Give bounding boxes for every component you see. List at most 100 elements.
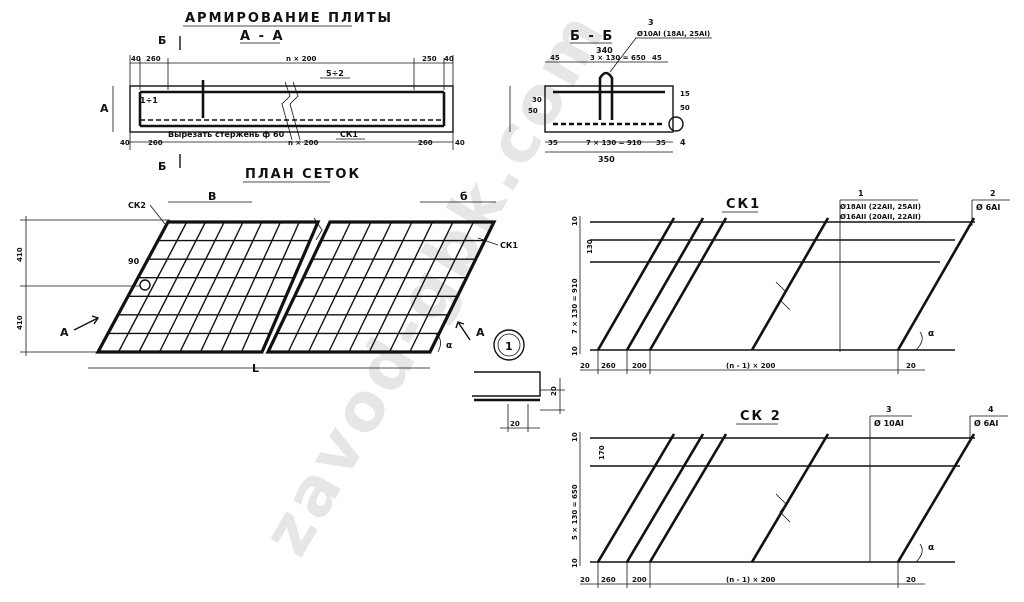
dim-text: 15 <box>680 90 690 98</box>
dim-text: 260 <box>601 576 616 584</box>
cross-bar <box>750 433 830 563</box>
side-mark: А <box>100 102 110 115</box>
label-ck1: СК1 <box>500 241 518 250</box>
dim-text: 20 <box>906 576 916 584</box>
dim-text: 40 <box>455 139 465 147</box>
dim-text: (n - 1) × 200 <box>726 576 776 584</box>
bb-total: 350 <box>598 155 615 164</box>
mesh-outline-right <box>265 220 497 354</box>
cross-bar <box>596 217 676 351</box>
bb-detail-num: 4 <box>680 138 686 147</box>
cross-bar <box>596 433 676 563</box>
dim-text: n × 200 <box>288 139 318 147</box>
cross-bar <box>896 433 976 563</box>
detail-circle <box>139 279 151 291</box>
dim-text: 10 <box>571 558 579 568</box>
detail-1-inner <box>497 333 521 357</box>
mesh-outline-left <box>95 220 321 354</box>
plan-break <box>313 217 323 241</box>
mesh-cross-bar <box>307 221 372 353</box>
ck2-callout3-text: Ø 10АI <box>874 418 904 428</box>
mesh-cross-bar <box>158 221 225 353</box>
dim-text: 35 <box>548 139 558 147</box>
callout-leader <box>609 37 637 73</box>
dim-text: 260 <box>418 139 433 147</box>
alpha-arc <box>915 331 923 351</box>
alpha-arc <box>435 333 441 353</box>
detail-1-body <box>472 371 541 397</box>
ck2-callout3-num: 3 <box>886 405 892 414</box>
dim-text: 50 <box>680 104 690 112</box>
callout-3-text: Ø10АI (18АI, 25АI) <box>637 30 710 38</box>
dim-text: 260 <box>601 362 616 370</box>
mesh-cross-bar <box>179 221 244 353</box>
dim-text: 250 <box>422 55 437 63</box>
dim-text: 10 <box>571 346 579 356</box>
ck1-callout2-num: 2 <box>990 189 996 198</box>
dim-text: 7 × 130 = 910 <box>571 278 579 334</box>
dim-text: 20 <box>580 576 590 584</box>
mesh-cross-bar <box>368 221 434 353</box>
mesh-cross-bar <box>240 221 300 353</box>
bb-outline <box>544 85 674 133</box>
label-six: б <box>460 190 469 203</box>
ck1-callout1-line1: Ø18АII (22АII, 25АII) <box>840 203 921 211</box>
plan-meshes: ПЛАН СЕТОК 410 410 СК2 В б СК1 90 L А А … <box>16 167 518 375</box>
label-a-right: А <box>476 326 486 339</box>
dim-text: 260 <box>146 55 161 63</box>
dim-text: 20 <box>906 362 916 370</box>
label-l: L <box>252 362 260 375</box>
mesh-cross-bar <box>328 221 393 353</box>
dim-text: 50 <box>528 107 538 115</box>
watermark: zavod-gbk.com <box>247 0 621 568</box>
cross-bar <box>625 433 705 563</box>
small-label: 1÷1 <box>140 96 158 105</box>
dim-text: 130 <box>586 239 594 254</box>
dim-text: 40 <box>444 55 454 63</box>
mesh-label-top: 5÷2 <box>326 69 344 78</box>
dim-text: 410 <box>16 247 24 262</box>
dim-text: 20 <box>550 386 558 396</box>
label-alpha: α <box>446 341 452 351</box>
label-a-left: А <box>60 326 70 339</box>
dim-text: 45 <box>652 54 662 62</box>
dim-text: 410 <box>16 315 24 330</box>
dim-text: n × 200 <box>286 55 316 63</box>
ck1-callout1-num: 1 <box>858 189 864 198</box>
leader <box>149 204 166 225</box>
detail-1: 1 20 20 <box>472 329 565 432</box>
section-aa: А - А Б Б 40 260 n × 200 250 40 5÷2 1÷1 <box>100 29 465 173</box>
dim-text: 10 <box>571 432 579 442</box>
ck2-callout4-num: 4 <box>988 405 994 414</box>
detail-1-circle <box>493 329 525 361</box>
arrow-a-left <box>73 315 100 331</box>
mesh-cross-bar <box>388 221 454 353</box>
section-aa-title: А - А <box>240 29 285 44</box>
break-line <box>281 81 293 141</box>
ck1-callout2-text: Ø 6АI <box>976 202 1000 212</box>
section-bb-title: Б - Б <box>570 29 614 44</box>
ck1-callout1-line2: Ø16АII (20АII, 22АII) <box>840 213 921 221</box>
ck2-alpha: α <box>928 543 934 553</box>
dim-text: 7 × 130 = 910 <box>586 139 642 147</box>
leader <box>477 237 499 246</box>
detail-1-num: 1 <box>505 340 514 353</box>
dim-text: 20 <box>510 420 520 428</box>
bb-detail-circle <box>668 116 684 132</box>
section-bb: Б - Б 340 3 Ø10АI (18АI, 25АI) 45 3 × 13… <box>509 18 712 164</box>
mesh-cross-bar <box>199 221 263 353</box>
label-90: 90 <box>128 257 140 266</box>
bb-loop <box>598 71 614 120</box>
mesh-cross-bar <box>409 221 475 353</box>
cross-bar <box>648 433 728 563</box>
plan-title: ПЛАН СЕТОК <box>245 167 361 182</box>
break-line <box>775 281 791 311</box>
ck1-alpha: α <box>928 329 934 339</box>
cross-bar <box>750 217 830 351</box>
alpha-arc <box>915 543 923 563</box>
mesh-cross-bar <box>220 221 282 353</box>
dim-text: 200 <box>632 576 647 584</box>
dim-text: 45 <box>550 54 560 62</box>
dim-text: 40 <box>131 55 141 63</box>
